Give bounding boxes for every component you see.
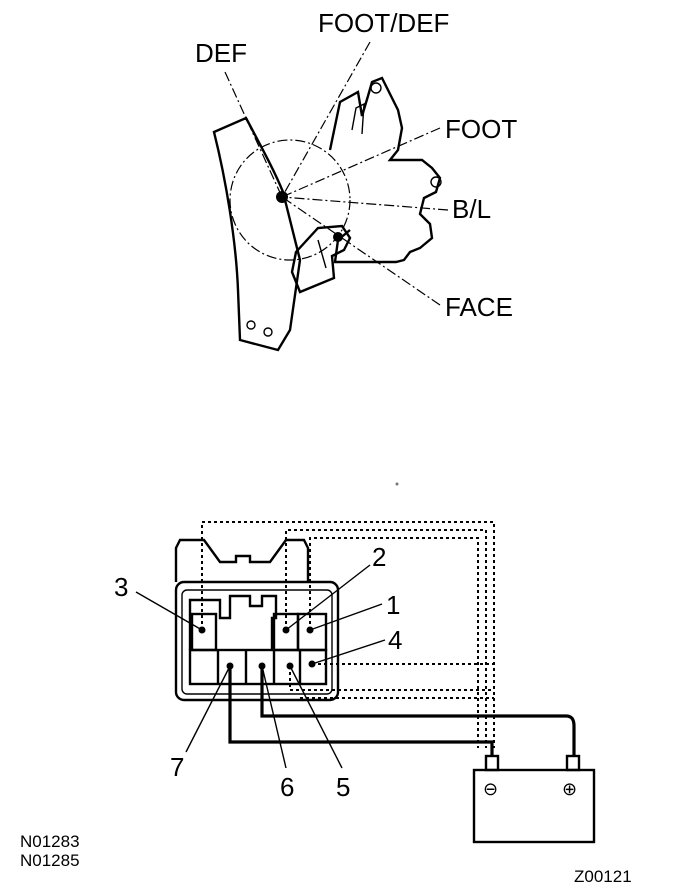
leader-2 bbox=[285, 564, 371, 631]
actuator-body bbox=[328, 76, 442, 264]
speck bbox=[395, 482, 399, 486]
dashed-wire-outer bbox=[201, 521, 495, 748]
terminal-label-1: 1 bbox=[386, 590, 400, 620]
link-bracket bbox=[290, 224, 352, 294]
leader-def bbox=[224, 71, 283, 198]
terminal-label-5: 5 bbox=[336, 772, 350, 802]
connector-body bbox=[174, 580, 340, 702]
link-bracket-inner bbox=[317, 239, 327, 269]
leader-foot-def bbox=[281, 41, 371, 198]
label-face: FACE bbox=[445, 292, 513, 322]
terminal-label-4: 4 bbox=[388, 625, 402, 655]
actuator-hole-right bbox=[430, 176, 442, 188]
leader-5 bbox=[289, 665, 343, 769]
lever-arm bbox=[212, 116, 302, 352]
terminal-label-2: 2 bbox=[372, 542, 386, 572]
leader-4 bbox=[311, 639, 386, 665]
code-n01285: N01285 bbox=[20, 851, 80, 870]
pivot-link bbox=[333, 232, 343, 242]
terminal-label-6: 6 bbox=[280, 772, 294, 802]
lever-hole-2 bbox=[263, 327, 273, 337]
battery-body bbox=[472, 768, 596, 844]
dashed-wire-mid bbox=[285, 529, 487, 748]
code-n01283: N01283 bbox=[20, 832, 80, 851]
actuator-illustration: DEF FOOT/DEF FOOT B/L FACE bbox=[195, 8, 517, 352]
wire-positive bbox=[260, 666, 576, 756]
dashed-wire-pin5 bbox=[289, 666, 494, 691]
label-foot: FOOT bbox=[445, 114, 517, 144]
actuator-slot bbox=[351, 102, 365, 135]
dashed-wire-inner bbox=[309, 537, 479, 748]
leader-face bbox=[281, 196, 441, 306]
leader-7 bbox=[185, 665, 231, 753]
actuator-hole-top bbox=[370, 82, 382, 94]
leader-6 bbox=[261, 665, 287, 769]
connector-inner bbox=[181, 589, 333, 695]
leader-foot bbox=[281, 127, 441, 198]
terminal-label-3: 3 bbox=[114, 572, 128, 602]
leader-1 bbox=[309, 603, 383, 631]
connector-illustration: ⊖ ⊕ 3 2 1 4 5 6 7 bbox=[114, 521, 596, 844]
terminal-label-7: 7 bbox=[170, 752, 184, 782]
label-def: DEF bbox=[195, 38, 247, 68]
battery-positive-sign: ⊕ bbox=[562, 779, 577, 800]
battery-terminal-pos bbox=[565, 754, 581, 772]
battery-negative-sign: ⊖ bbox=[483, 779, 498, 800]
leader-bl bbox=[281, 196, 449, 211]
figure-id: Z00121 bbox=[574, 867, 632, 886]
label-foot-def: FOOT/DEF bbox=[318, 8, 449, 38]
wire-negative bbox=[228, 666, 494, 756]
sweep-arc bbox=[229, 139, 351, 261]
label-bl: B/L bbox=[452, 194, 491, 224]
leader-3 bbox=[135, 591, 203, 631]
lever-hole-1 bbox=[246, 320, 256, 330]
cavity-row-lower bbox=[188, 648, 328, 686]
connector-latch-left bbox=[174, 538, 310, 582]
battery-terminal-neg bbox=[484, 754, 500, 772]
